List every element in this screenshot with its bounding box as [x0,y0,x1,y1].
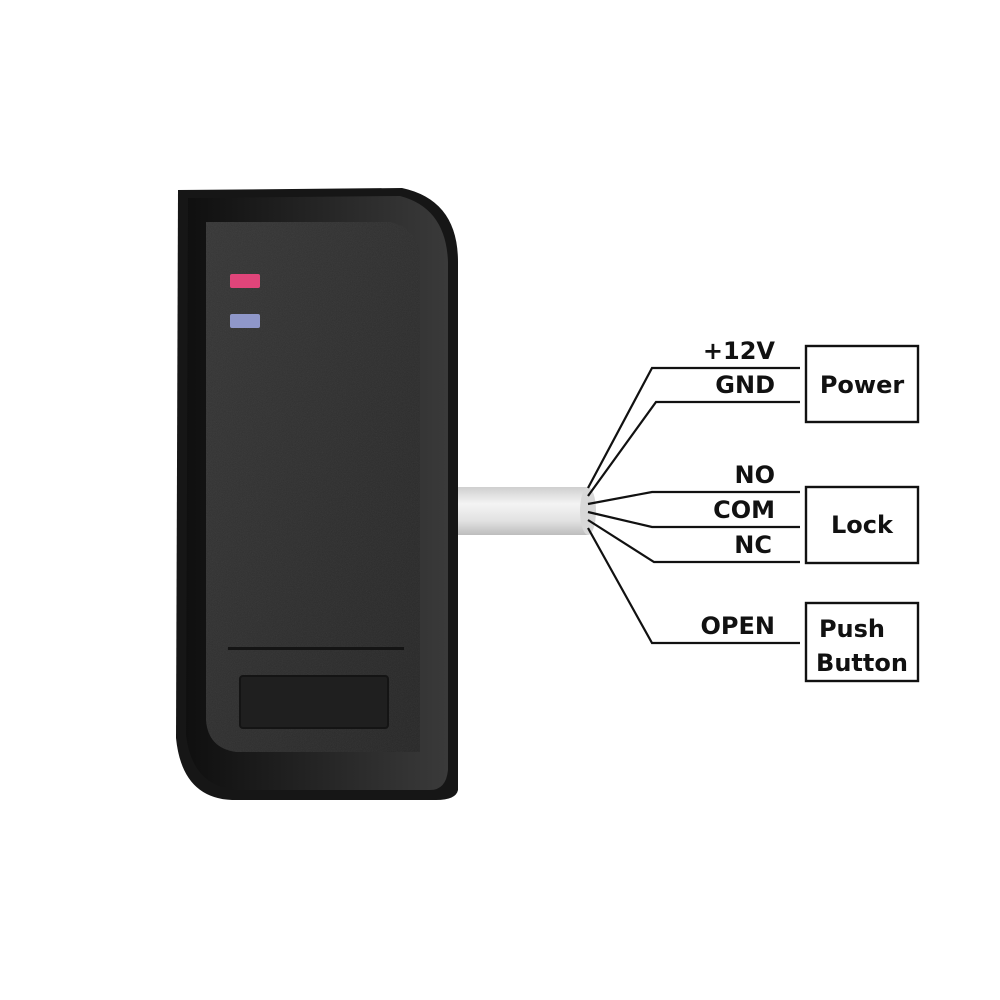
wire-com [587,510,800,529]
wire-label-nc: NC [734,531,772,559]
label-window [239,675,389,729]
power-box: Power [804,344,920,424]
led-red-indicator [230,274,260,288]
wire-open [587,527,800,645]
wire-gnd [587,400,800,497]
wire-label-no: NO [735,461,776,489]
push-button-box: Push Button [804,601,920,683]
wire-label-com: COM [713,496,775,524]
push-button-label-line1: Push [819,615,885,643]
wire-nc [587,519,800,564]
card-reader [176,188,458,800]
power-label: Power [820,371,905,399]
lock-box: Lock [804,485,920,565]
face-groove [228,647,404,650]
wire-12v [587,366,800,489]
lock-label: Lock [831,511,894,539]
wire-label-12v: +12V [703,337,776,365]
wire-lines [587,366,800,645]
wire-no [587,490,800,506]
led-blue-indicator [230,314,260,328]
wire-label-gnd: GND [715,371,775,399]
push-button-label-line2: Button [816,649,908,677]
cable [448,487,596,535]
wire-label-open: OPEN [701,612,775,640]
